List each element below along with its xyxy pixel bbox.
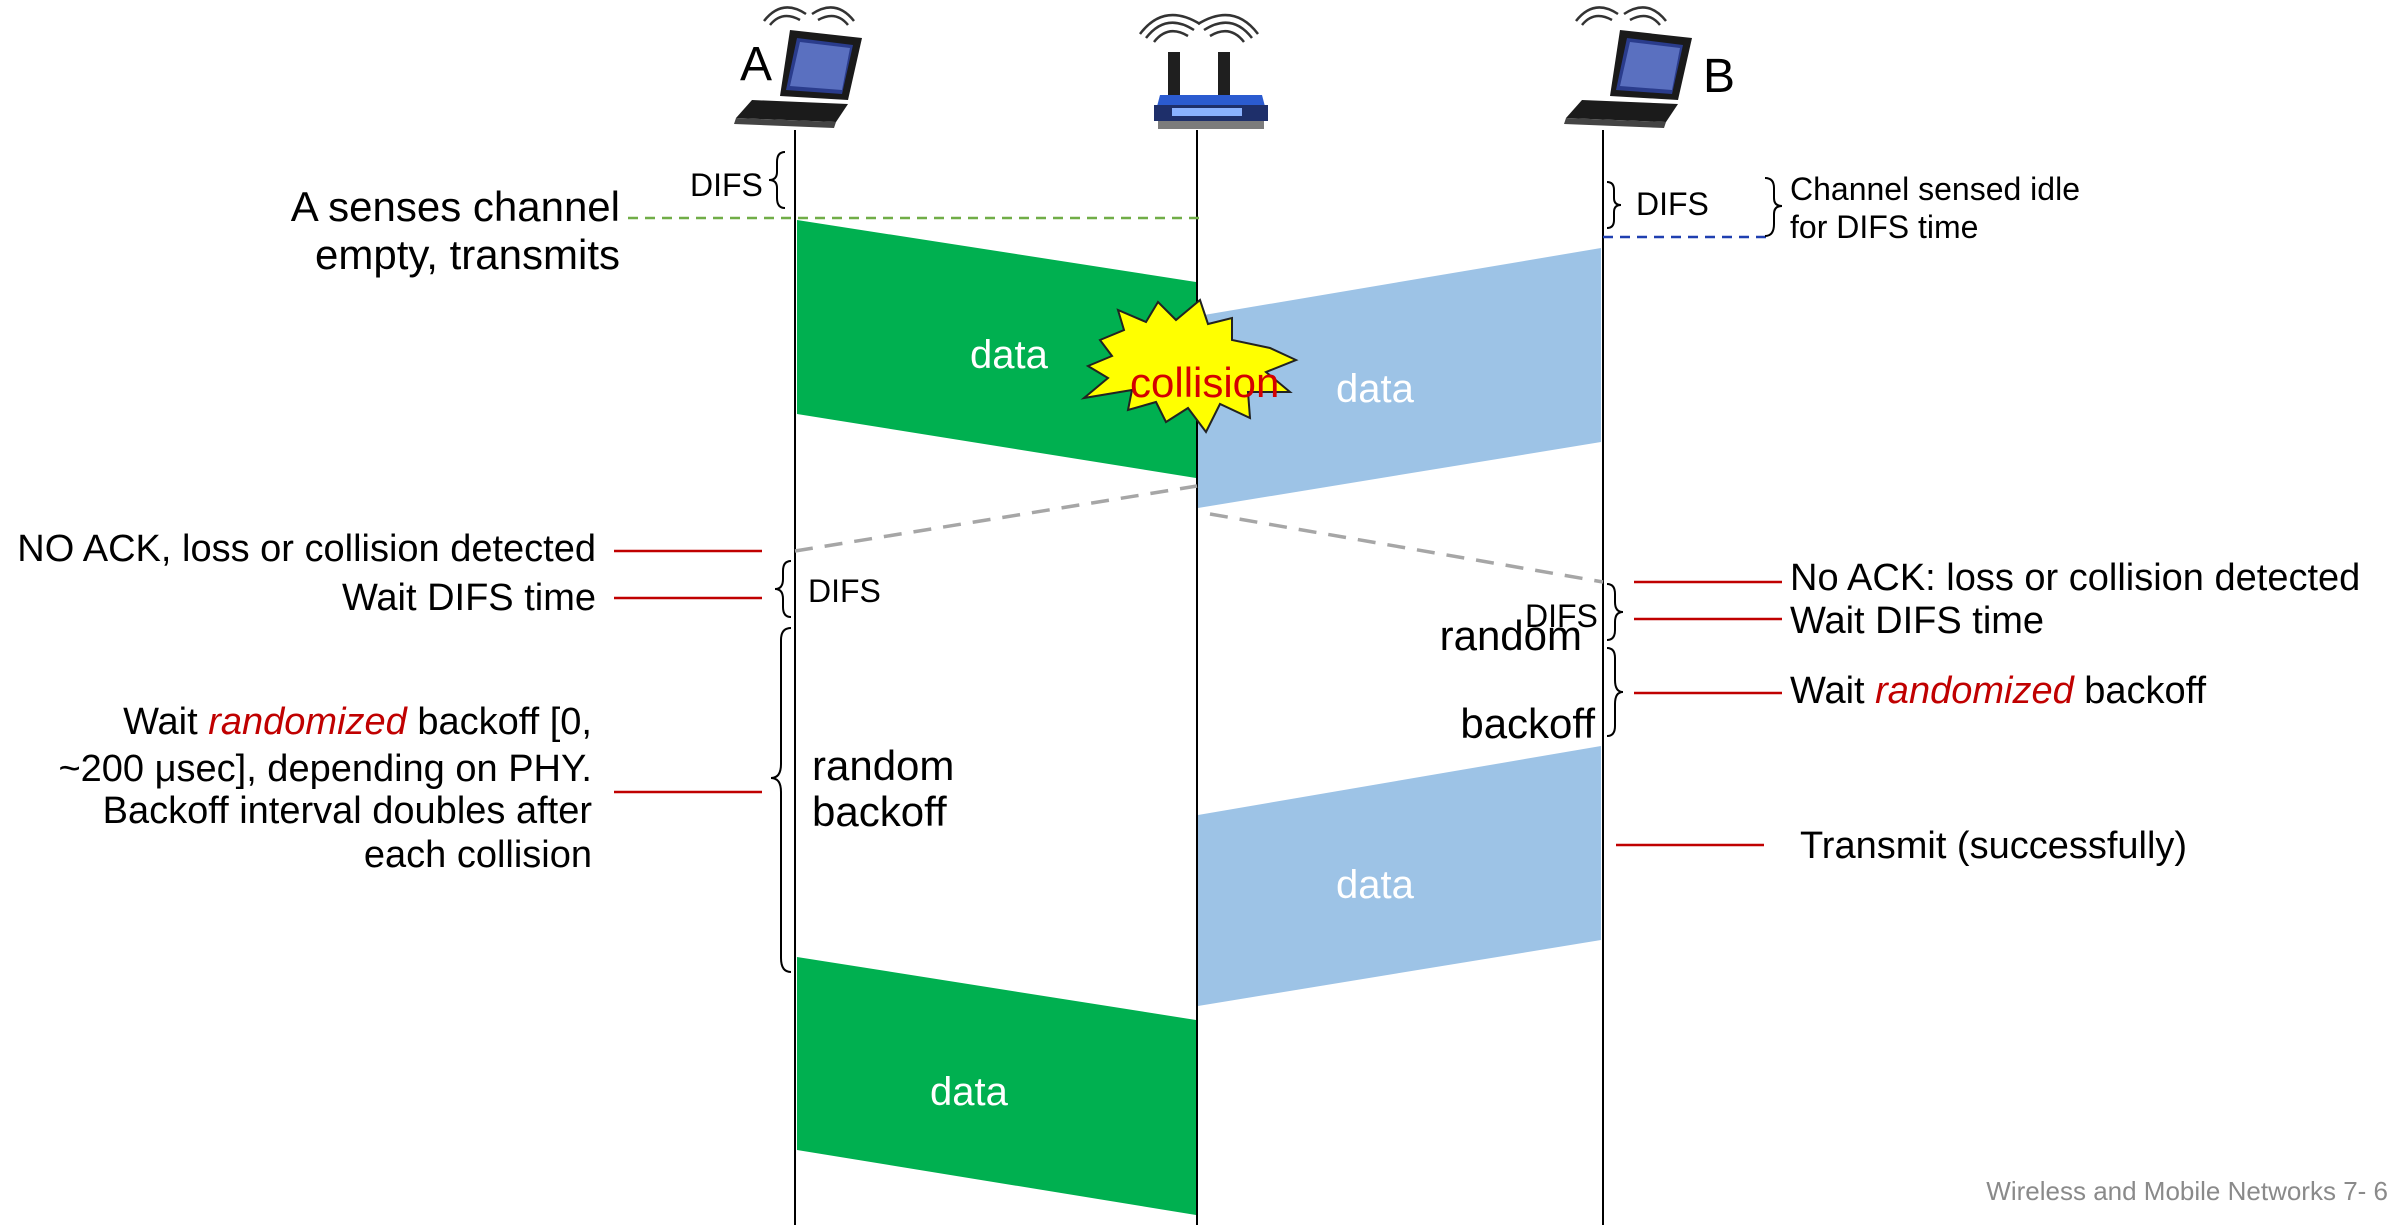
packet-b-second-label: data (1336, 863, 1415, 907)
difs-label-a-top: DIFS (690, 167, 763, 203)
idle-brace-b (1764, 177, 1783, 237)
right-no-ack-label: No ACK: loss or collision detected (1790, 557, 2360, 599)
wireless-signal-icon (1575, 6, 1667, 26)
left-no-ack-label: NO ACK, loss or collision detected (17, 528, 596, 570)
channel-idle-line2: for DIFS time (1790, 209, 1978, 245)
packet-b-first-label: data (1336, 367, 1415, 411)
backoff-brace-b (1606, 647, 1624, 737)
left-backoff-line1: Wait randomized backoff [0, (123, 701, 592, 743)
difs-label-a-second: DIFS (808, 573, 881, 609)
left-backoff-line3: Backoff interval doubles after (103, 790, 593, 832)
collision-label: collision (1130, 359, 1279, 406)
packet-a-second-label: data (930, 1070, 1009, 1114)
backoff-brace-a (770, 627, 792, 973)
backoff-label-a-line2: backoff (812, 788, 947, 835)
wifi-router-icon (1154, 52, 1268, 129)
laptop-b-icon (1564, 30, 1692, 128)
left-wait-difs-label: Wait DIFS time (342, 577, 596, 619)
slide-footer: Wireless and Mobile Networks 7- 6 (1986, 1176, 2388, 1206)
difs-brace-b-top (1606, 181, 1622, 229)
difs-brace-a-top (768, 151, 786, 209)
pointer-lines (614, 549, 1782, 847)
channel-idle-line1: Channel sensed idle (1790, 171, 2080, 207)
packet-b-second (1198, 746, 1601, 1006)
collision-burst (1080, 298, 1299, 434)
backoff-label-b-line2: backoff (1460, 700, 1595, 747)
difs-label-b-second: DIFS (1525, 598, 1598, 634)
right-wait-difs-label: Wait DIFS time (1790, 600, 2044, 642)
difs-brace-b-second (1606, 583, 1624, 641)
senses-channel-line2: empty, transmits (315, 231, 620, 278)
wireless-signal-icon (1139, 13, 1259, 43)
left-backoff-line2: ~200 μsec], depending on PHY. (58, 748, 592, 790)
laptop-a-icon (734, 30, 862, 128)
packet-a-first (797, 220, 1196, 478)
no-ack-dash-a (794, 484, 1198, 553)
right-backoff-label: Wait randomized backoff (1790, 670, 2207, 712)
backoff-label-a-line1: random (812, 742, 954, 789)
station-b-label: B (1703, 50, 1735, 103)
backoff-label-b-line1: random (1440, 612, 1582, 659)
wireless-signal-icon (763, 6, 855, 26)
right-transmit-label: Transmit (successfully) (1800, 825, 2187, 867)
left-backoff-line4: each collision (364, 834, 592, 876)
packet-a-first-label: data (970, 333, 1049, 377)
packet-b-first (1198, 248, 1601, 508)
difs-label-b-top: DIFS (1636, 186, 1709, 222)
difs-brace-a-second (774, 560, 792, 618)
senses-channel-line1: A senses channel (291, 183, 620, 230)
no-ack-dash-b (1209, 512, 1604, 584)
packet-a-second (797, 957, 1196, 1215)
station-a-label: A (740, 38, 772, 91)
